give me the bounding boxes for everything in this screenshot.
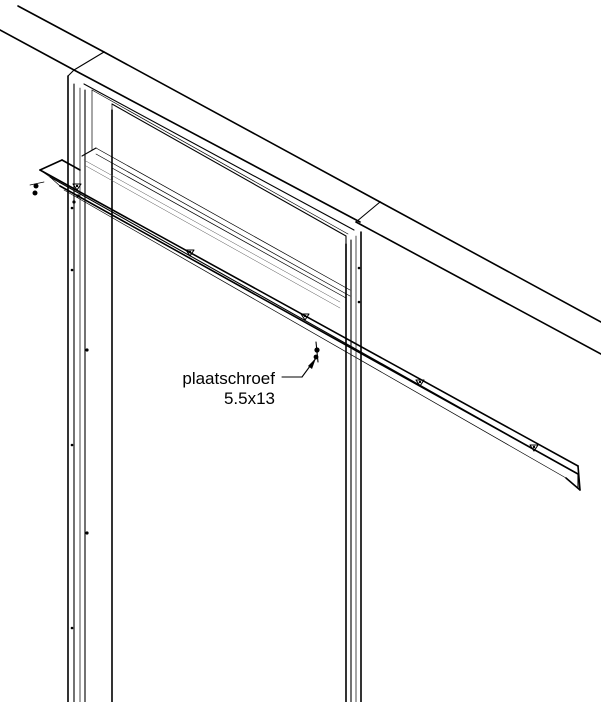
angle-rail (39, 159, 581, 491)
rail-slot (185, 249, 195, 257)
callout-part-size: 5.5x13 (224, 389, 275, 408)
left-door-post (67, 69, 113, 702)
rail-slot (529, 444, 539, 452)
post-rivets (70, 206, 361, 630)
rail-slot (415, 379, 425, 387)
callout-leader (281, 357, 317, 378)
wall-top-edge (0, 5, 601, 355)
rail-slots (72, 183, 539, 452)
rail-slot (72, 183, 82, 191)
screw-icon (313, 341, 320, 363)
screw-icon (29, 181, 80, 204)
callout-part-name: plaatschroef (182, 369, 275, 388)
door-head-frame (73, 69, 361, 321)
rail-slot (300, 313, 310, 321)
inner-channel (81, 147, 351, 309)
